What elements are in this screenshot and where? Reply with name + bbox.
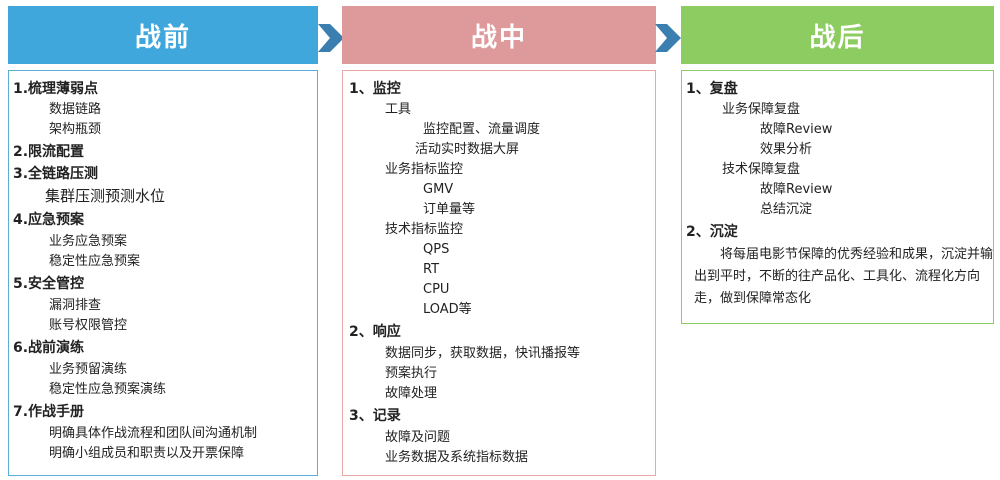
list-item: 故障处理 [385, 386, 438, 401]
list-item: RT [423, 262, 440, 277]
arrow-right-icon [318, 24, 344, 52]
list-item: 总结沉淀 [760, 202, 813, 217]
list-item: 业务应急预案 [49, 234, 128, 249]
list-item: 数据同步，获取数据，快讯播报等 [385, 346, 581, 361]
list-item: 业务指标监控 [385, 162, 464, 177]
list-item: 1、复盘 [686, 81, 738, 97]
column-box-during: 1、监控 工具 监控配置、流量调度 活动实时数据大屏 业务指标监控 GMV 订单… [342, 70, 656, 476]
list-item: 业务数据及系统指标数据 [385, 450, 529, 465]
list-item: 漏洞排查 [49, 298, 102, 313]
column-box-after: 1、复盘 业务保障复盘 故障Review 效果分析 技术保障复盘 故障Revie… [681, 70, 994, 324]
list-item: 故障及问题 [385, 430, 451, 445]
list-item: 效果分析 [760, 142, 813, 157]
column-header-during: 战中 [342, 6, 656, 64]
list-item: 技术指标监控 [385, 222, 464, 237]
list-item: LOAD等 [423, 302, 472, 317]
list-item: 稳定性应急预案演练 [49, 382, 167, 397]
column-box-before: 1.梳理薄弱点 数据链路 架构瓶颈 2.限流配置 3.全链路压测 集群压测预测水… [8, 70, 318, 476]
list-item: 技术保障复盘 [722, 162, 801, 177]
list-item: 监控配置、流量调度 [423, 122, 541, 137]
list-item: CPU [423, 282, 450, 297]
list-item: GMV [423, 182, 454, 197]
arrow-right-icon [655, 24, 681, 52]
list-item: 明确小组成员和职责以及开票保障 [49, 446, 245, 461]
column-title: 战后 [809, 22, 866, 53]
list-item: 业务预留演练 [49, 362, 128, 377]
list-item: QPS [423, 242, 450, 257]
list-item: 账号权限管控 [49, 318, 128, 333]
list-item: 4.应急预案 [13, 212, 85, 228]
list-item: 架构瓶颈 [49, 122, 102, 137]
list-item: 故障Review [760, 182, 833, 197]
list-item: 5.安全管控 [13, 276, 85, 292]
column-title: 战中 [470, 22, 527, 53]
summary-paragraph: 将每届电影节保障的优秀经验和成果，沉淀并输出到平时，不断的往产品化、工具化、流程… [694, 247, 994, 306]
list-item: 订单量等 [423, 202, 476, 217]
list-item: 数据链路 [49, 102, 102, 117]
list-item: 2、沉淀 [686, 224, 738, 240]
list-item: 工具 [385, 102, 412, 117]
column-title: 战前 [134, 22, 191, 53]
list-item: 集群压测预测水位 [45, 187, 166, 205]
column-header-before: 战前 [8, 6, 318, 64]
list-item: 1、监控 [349, 81, 401, 97]
column-header-after: 战后 [681, 6, 994, 64]
list-item: 3、记录 [349, 408, 401, 424]
list-item: 2.限流配置 [13, 144, 85, 160]
list-item: 活动实时数据大屏 [415, 142, 520, 157]
list-item: 1.梳理薄弱点 [13, 81, 99, 97]
list-item: 明确具体作战流程和团队间沟通机制 [49, 426, 258, 441]
list-item: 故障Review [760, 122, 833, 137]
list-item: 预案执行 [385, 366, 438, 381]
list-item: 业务保障复盘 [722, 102, 801, 117]
list-item: 6.战前演练 [13, 340, 85, 356]
list-item: 3.全链路压测 [13, 166, 99, 182]
list-item: 稳定性应急预案 [49, 254, 141, 269]
list-item: 2、响应 [349, 324, 401, 340]
list-item: 7.作战手册 [13, 404, 85, 420]
